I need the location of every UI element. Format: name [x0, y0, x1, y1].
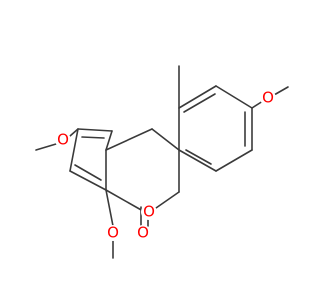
label-background — [141, 204, 157, 220]
carbonyl-oxygen-label: O — [137, 224, 149, 242]
methoxy-oxygen-bottom-label: O — [107, 224, 119, 242]
label-background — [105, 225, 121, 241]
bond — [185, 149, 212, 165]
label-background — [260, 90, 276, 106]
atom-methoxy-oxygen-left: O — [55, 131, 71, 149]
lactone-ring-bonds — [105, 128, 180, 212]
bond — [251, 100, 264, 109]
bond — [178, 149, 217, 172]
bond — [155, 191, 180, 209]
ring-c-bonds — [69, 128, 113, 191]
bond — [35, 143, 57, 151]
bond — [215, 85, 253, 109]
atom-carbonyl-oxygen: O — [135, 224, 151, 242]
ring-oxygen-label: O — [143, 203, 155, 221]
label-background — [135, 225, 151, 241]
bond — [105, 189, 144, 212]
molecule-structure-diagram: O O O O O — [35, 65, 289, 259]
bond — [69, 170, 107, 191]
atom-methoxy-oxygen-bottom: O — [105, 224, 121, 242]
atom-ring-oxygen: O — [141, 203, 157, 221]
bond — [105, 189, 114, 227]
bond — [183, 93, 216, 113]
bond — [215, 149, 253, 172]
methoxy-oxygen-top-right-label: O — [262, 89, 274, 107]
atom-methoxy-oxygen-top-right: O — [260, 89, 276, 107]
methoxy-oxygen-left-label: O — [57, 131, 69, 149]
label-background — [55, 132, 71, 148]
ring-a-bonds — [178, 85, 253, 172]
bond — [178, 85, 217, 109]
bond — [81, 136, 105, 139]
bond — [151, 128, 180, 151]
bond — [74, 164, 102, 181]
bond — [77, 128, 113, 132]
bond — [69, 128, 79, 172]
bond — [105, 128, 153, 151]
bond — [273, 86, 289, 96]
bond — [69, 128, 79, 137]
bond — [105, 130, 113, 151]
